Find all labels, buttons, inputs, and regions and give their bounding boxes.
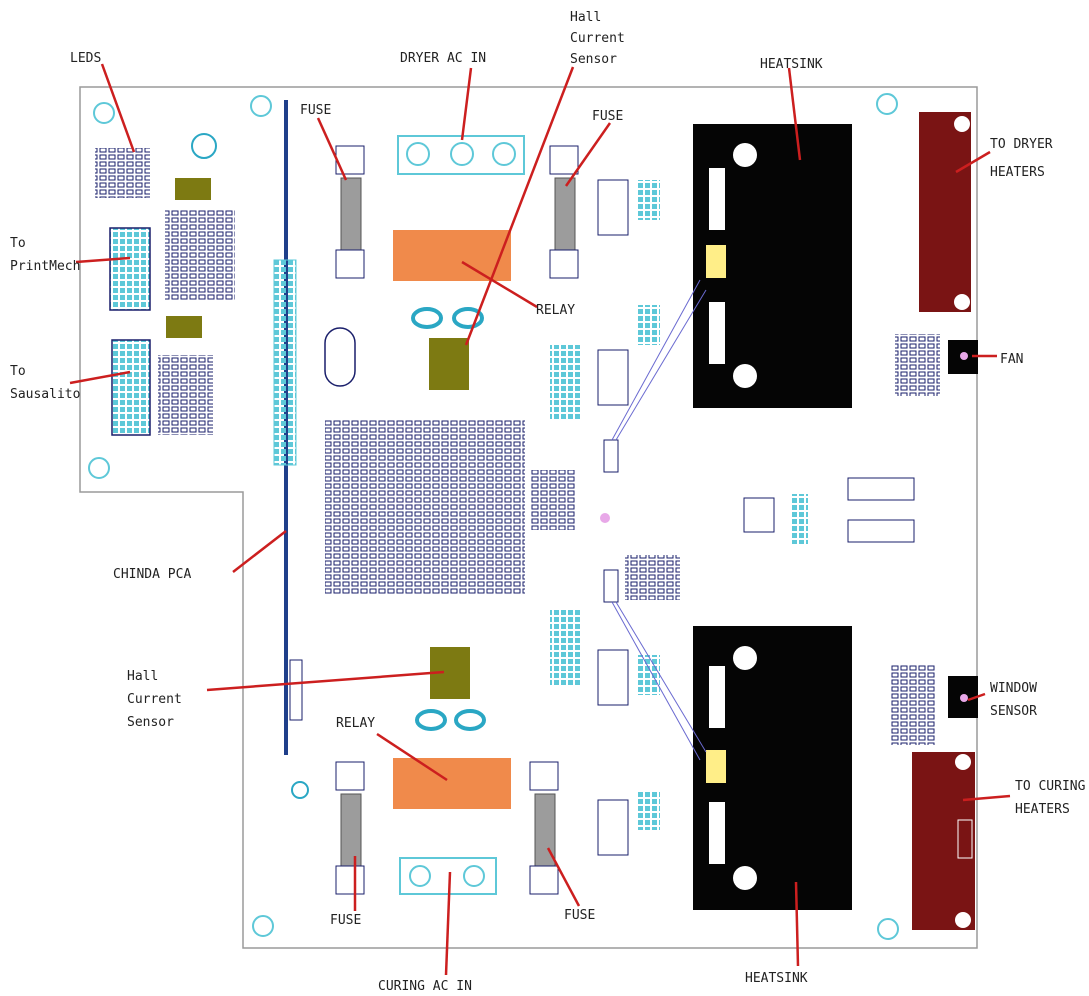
mounting-holes	[88, 93, 899, 940]
label-hall-top-line1: Hall	[570, 10, 601, 25]
label-hall-bottom-line2: Current	[127, 692, 182, 707]
misc-components	[95, 133, 940, 856]
label-to-curing-line1: TO CURING	[1015, 779, 1086, 794]
label-relay-bottom: RELAY	[336, 716, 375, 731]
label-heatsink-top: HEATSINK	[760, 57, 823, 72]
sausalito-connector	[111, 339, 151, 436]
header-pins	[273, 259, 297, 466]
label-dryer-ac-in: DRYER AC IN	[400, 51, 486, 66]
label-chinda-pca: CHINDA PCA	[113, 567, 191, 582]
relay-top	[393, 230, 511, 281]
fuse-top-right	[549, 145, 579, 279]
label-to-dryer-line1: TO DRYER	[990, 137, 1053, 152]
label-hall-bottom-line3: Sensor	[127, 715, 174, 730]
label-fuse-top-right: FUSE	[592, 109, 623, 124]
label-to-printmech-line2: PrintMech	[10, 259, 80, 274]
label-fuse-bottom-left: FUSE	[330, 913, 361, 928]
label-hall-top-line2: Current	[570, 31, 625, 46]
curing-heater-connector	[912, 752, 975, 930]
label-relay-top: RELAY	[536, 303, 575, 318]
label-fan: FAN	[1000, 352, 1023, 367]
label-leds: LEDS	[70, 51, 101, 66]
hall-sensor-top	[411, 307, 484, 390]
label-heatsink-bottom: HEATSINK	[745, 971, 808, 986]
pointer-lines	[69, 63, 1011, 976]
label-fuse-bottom-right: FUSE	[564, 908, 595, 923]
label-curing-ac-in: CURING AC IN	[378, 979, 472, 994]
dryer-heater-connector	[919, 112, 971, 312]
label-to-sausalito-line1: To	[10, 364, 26, 379]
label-fuse-top-left: FUSE	[300, 103, 331, 118]
label-to-printmech-line1: To	[10, 236, 26, 251]
label-hall-top-line3: Sensor	[570, 52, 617, 67]
heatsink-top	[693, 124, 852, 408]
label-to-dryer-line2: HEATERS	[990, 165, 1045, 180]
label-to-curing-line2: HEATERS	[1015, 802, 1070, 817]
relay-bottom	[393, 758, 511, 809]
label-hall-bottom-line1: Hall	[127, 669, 158, 684]
label-window-sensor-line2: SENSOR	[990, 704, 1037, 719]
fuse-bottom-right	[529, 761, 559, 895]
printmech-connector	[109, 227, 151, 311]
fuse-top-left	[335, 145, 365, 279]
dryer-ac-in-connector	[397, 135, 525, 175]
label-window-sensor-line1: WINDOW	[990, 681, 1037, 696]
label-to-sausalito-line2: Sausalito	[10, 387, 80, 402]
fuse-bottom-left	[335, 761, 365, 895]
labels: LEDS DRYER AC IN Hall Current Sensor HEA…	[10, 10, 1086, 994]
heatsink-bottom	[693, 626, 852, 910]
